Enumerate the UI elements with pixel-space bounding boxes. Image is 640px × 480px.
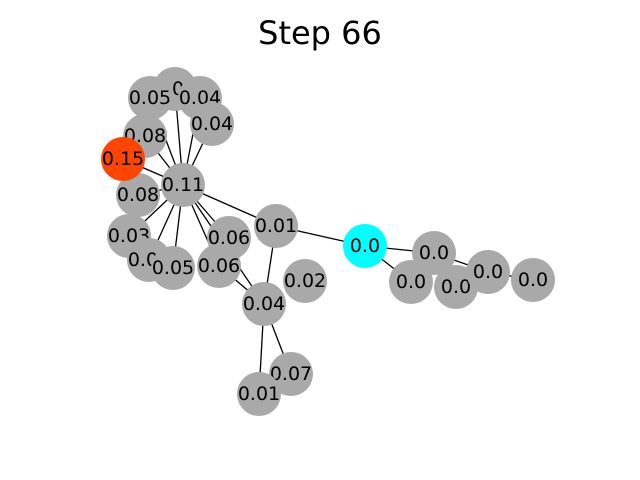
node-label: 0.08 [117, 184, 159, 206]
node-circle [190, 102, 234, 146]
node-label: 0.02 [284, 270, 326, 292]
node-label: 0.15 [102, 148, 144, 170]
node-label: 0.0 [518, 269, 548, 291]
graph-node-default: 0.06 [197, 244, 241, 288]
node-circle [511, 258, 555, 302]
node-circle [128, 76, 172, 120]
graph-node-current: 0.0 [343, 224, 387, 268]
node-circle [116, 173, 160, 217]
node-label: 0.0 [419, 242, 449, 264]
node-circle [237, 372, 281, 416]
graph-node-default: 0.05 [151, 246, 195, 290]
node-label: 0.0 [396, 271, 426, 293]
diagram-title: Step 66 [258, 14, 382, 52]
node-circle [283, 259, 327, 303]
node-circle [151, 246, 195, 290]
node-label: 0.05 [129, 87, 171, 109]
node-label: 0.06 [208, 227, 250, 249]
graph-node-default: 0.08 [116, 173, 160, 217]
node-label: 0.04 [243, 293, 285, 315]
node-label: 0.01 [238, 383, 280, 405]
node-circle [389, 260, 433, 304]
node-label: 0.01 [255, 215, 297, 237]
graph-node-default: 0.01 [254, 204, 298, 248]
graph-node-highlight: 0.15 [101, 137, 145, 181]
node-label: 0.0 [350, 235, 380, 257]
node-circle [269, 352, 313, 396]
graph-node-default: 0.0 [466, 250, 510, 294]
node-label: 0.07 [270, 363, 312, 385]
node-label: 0.06 [198, 255, 240, 277]
node-circle [242, 282, 286, 326]
graph-node-default: 0.04 [242, 282, 286, 326]
node-label: 0.11 [162, 174, 204, 196]
graph-node-default: 0.0 [389, 260, 433, 304]
graph-node-default: 0.04 [190, 102, 234, 146]
node-circle [254, 204, 298, 248]
node-label: 0.04 [191, 113, 233, 135]
node-circle [161, 163, 205, 207]
node-circle [197, 244, 241, 288]
graph-node-default: 0.11 [161, 163, 205, 207]
graph-node-default: 0.01 [237, 372, 281, 416]
edge-layer [122, 88, 534, 395]
node-label: 0.0 [473, 261, 503, 283]
graph-node-default: 0.02 [283, 259, 327, 303]
graph-node-default: 0.0 [511, 258, 555, 302]
graph-node-default: 0.05 [128, 76, 172, 120]
node-circle [466, 250, 510, 294]
node-label: 0.05 [152, 257, 194, 279]
node-circle [343, 224, 387, 268]
node-circle [101, 137, 145, 181]
graph-node-default: 0.07 [269, 352, 313, 396]
node-label: 0.0 [441, 276, 471, 298]
